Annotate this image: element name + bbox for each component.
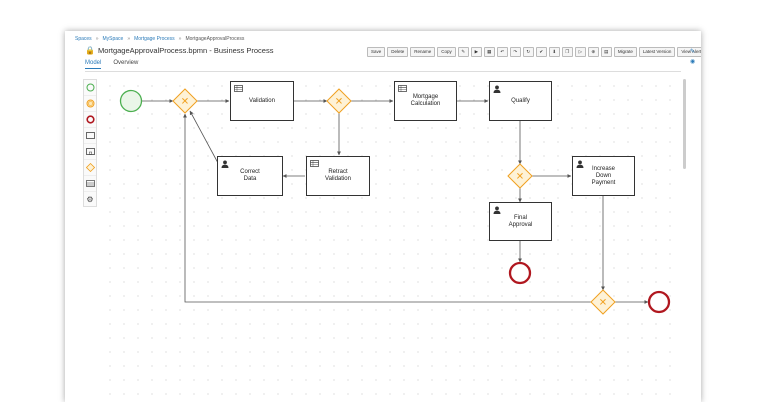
task-label: Final Approval [508, 214, 533, 228]
user-task-icon [221, 160, 229, 168]
sequence-flows: ✕ ✕ ✕ ✕ [119, 88, 671, 315]
end-event-icon [85, 115, 95, 124]
gateway-x-icon: ✕ [335, 97, 343, 108]
user-task-icon [493, 85, 501, 93]
editor-title: MortgageApprovalProcess.bpmn - Business … [97, 46, 274, 55]
task-icon [85, 132, 95, 139]
latest-version-dropdown[interactable]: Latest Version [638, 47, 676, 57]
user-task-icon [493, 206, 501, 214]
breadcrumb-mortgage-process[interactable]: Mortgage Process [134, 36, 175, 42]
gateway-icon [85, 163, 95, 172]
editor-title-row: 🔒 MortgageApprovalProcess.bpmn - Busines… [85, 46, 273, 55]
editor-window: Spaces»MySpace»Mortgage Process»Mortgage… [65, 31, 701, 402]
end-event-final[interactable] [508, 261, 532, 285]
task-label: Mortgage Calculation [410, 94, 441, 107]
gateway-x-icon: ✕ [516, 172, 524, 183]
rename-button[interactable]: Rename [410, 47, 436, 57]
breadcrumb-current: MortgageApprovalProcess [185, 36, 245, 42]
table-icon[interactable]: ▤ [600, 47, 612, 57]
task-label: Validation [249, 97, 275, 104]
task-label: Increase Down Payment [591, 165, 616, 186]
process-canvas[interactable] [99, 75, 681, 402]
copy-button[interactable]: Copy [437, 47, 456, 57]
editor-tabs: Model Overview [85, 60, 138, 69]
palette-intermediate-event[interactable] [84, 96, 96, 112]
breadcrumb: Spaces»MySpace»Mortgage Process»Mortgage… [75, 36, 245, 42]
task-final-approval[interactable]: Final Approval [489, 202, 552, 241]
user-task-icon [576, 160, 584, 168]
refresh-icon[interactable]: ↻ [522, 47, 534, 57]
tab-divider [85, 71, 681, 72]
gateway-x-icon: ✕ [599, 298, 607, 309]
palette-start-event[interactable] [84, 80, 96, 96]
play-icon[interactable]: ▶ [470, 47, 482, 57]
palette-end-event[interactable] [84, 112, 96, 128]
side-icons: ✎ ◉ [690, 47, 695, 67]
gateway-x-icon: ✕ [181, 97, 189, 108]
start-event[interactable] [119, 89, 143, 113]
canvas-scrollbar[interactable] [683, 79, 686, 169]
download-icon[interactable]: ⬇ [548, 47, 560, 57]
task-validation[interactable]: Validation [230, 81, 294, 121]
task-label: Correct Data [240, 169, 260, 182]
task-retract-validation[interactable]: Retract Validation [306, 156, 370, 196]
palette-data-object[interactable] [84, 176, 96, 192]
editor-toolbar: Save Delete Rename Copy ✎ ▶ ▦ ↶ ↷ ↻ ✔ ⬇ … [367, 47, 701, 57]
flow-correct-gw1[interactable] [189, 110, 219, 164]
gears-icon: ⚙ [86, 195, 94, 204]
redo-icon[interactable]: ↷ [509, 47, 521, 57]
save-button[interactable]: Save [367, 47, 386, 57]
tab-model[interactable]: Model [85, 60, 102, 69]
palette-custom-tasks[interactable]: ⚙ [84, 192, 96, 207]
copy-icon[interactable]: ❐ [561, 47, 573, 57]
exclusive-gateway-2[interactable]: ✕ [326, 88, 352, 114]
business-rule-icon [398, 85, 407, 92]
grid-icon[interactable]: ▦ [483, 47, 495, 57]
flow-gw4-gw1[interactable] [183, 113, 591, 303]
task-label: Retract Validation [325, 169, 351, 182]
tab-overview[interactable]: Overview [113, 60, 139, 66]
shape-palette: ⚙ [83, 79, 97, 207]
palette-gateway[interactable] [84, 160, 96, 176]
palette-subprocess[interactable] [84, 144, 96, 160]
start-event-icon [86, 83, 94, 92]
exclusive-gateway-1[interactable]: ✕ [172, 88, 198, 114]
zoom-icon[interactable]: ⊕ [587, 47, 599, 57]
task-qualify[interactable]: Qualify [489, 81, 552, 121]
play-outline-icon[interactable]: ▷ [574, 47, 586, 57]
pencil-icon[interactable]: ✎ [457, 47, 469, 57]
edit-properties-icon[interactable]: ✎ [690, 49, 696, 55]
business-rule-icon [234, 85, 243, 92]
breadcrumb-myspace[interactable]: MySpace [102, 36, 124, 42]
view-alerts-button[interactable]: View Alerts [677, 47, 701, 57]
eye-icon[interactable]: ◉ [690, 59, 696, 65]
subprocess-icon [85, 148, 95, 155]
exclusive-gateway-3[interactable]: ✕ [507, 163, 533, 189]
end-event-main[interactable] [647, 290, 671, 314]
undo-icon[interactable]: ↶ [496, 47, 508, 57]
data-object-icon [85, 180, 95, 187]
task-correct-data[interactable]: Correct Data [217, 156, 283, 196]
business-rule-icon [310, 160, 319, 167]
lock-icon: 🔒 [85, 46, 95, 55]
task-mortgage-calculation[interactable]: Mortgage Calculation [394, 81, 457, 121]
exclusive-gateway-4[interactable]: ✕ [590, 289, 616, 315]
intermediate-event-icon [86, 99, 94, 108]
migrate-button[interactable]: Migrate [613, 47, 637, 57]
breadcrumb-spaces[interactable]: Spaces [75, 36, 92, 42]
task-increase-down-payment[interactable]: Increase Down Payment [572, 156, 635, 196]
task-label: Qualify [511, 97, 530, 104]
palette-task[interactable] [84, 128, 96, 144]
check-icon[interactable]: ✔ [535, 47, 547, 57]
delete-button[interactable]: Delete [387, 47, 409, 57]
